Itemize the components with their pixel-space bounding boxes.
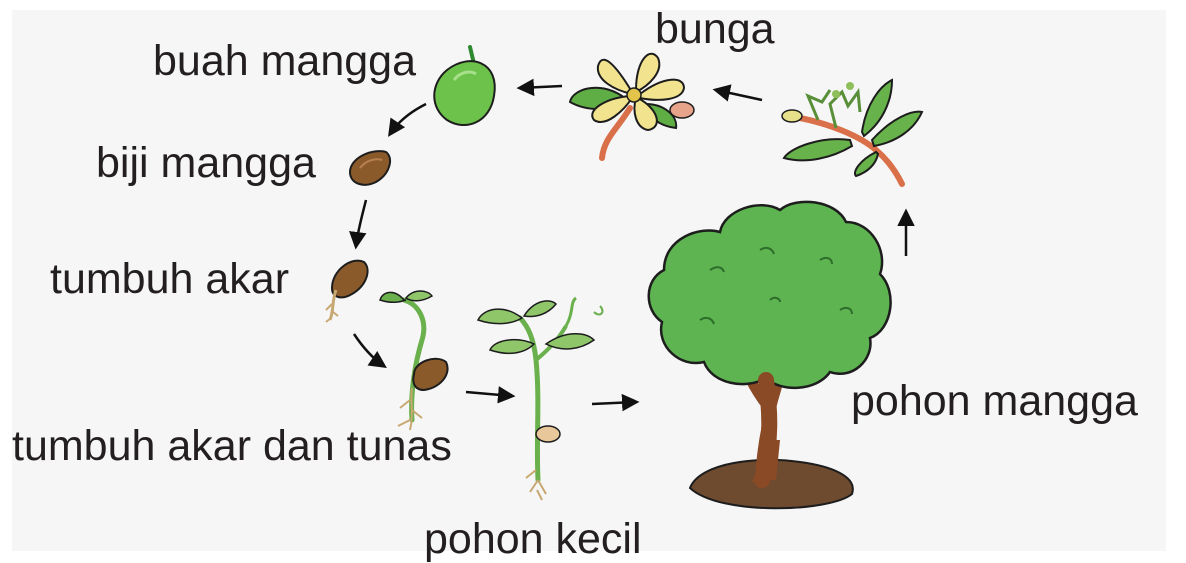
label-pohon-kecil: pohon kecil <box>424 518 642 561</box>
label-bunga: bunga <box>655 8 775 51</box>
mango-flower-icon <box>570 54 694 158</box>
label-tumbuh-akar-dan-tunas: tumbuh akar dan tunas <box>12 425 452 468</box>
arrow-root-to-sprout <box>354 334 384 366</box>
arrow-plant-to-tree <box>592 402 636 404</box>
arrow-branch-to-flower <box>716 90 762 100</box>
label-tumbuh-akar: tumbuh akar <box>50 258 289 301</box>
flowering-branch-icon <box>782 80 922 184</box>
arrow-sprout-to-plant <box>466 392 512 396</box>
label-biji-mangga: biji mangga <box>96 142 316 185</box>
small-plant-icon <box>478 298 602 500</box>
arrow-seed-to-root <box>356 200 366 246</box>
label-buah-mangga: buah mangga <box>153 40 416 83</box>
mango-seed-icon <box>350 151 390 185</box>
arrow-fruit-to-seed <box>390 104 426 134</box>
mango-tree-icon <box>649 202 891 508</box>
sprout-icon <box>380 291 448 430</box>
mango-fruit-icon <box>434 47 495 125</box>
seed-with-root-icon <box>326 261 368 322</box>
label-pohon-mangga: pohon mangga <box>851 380 1138 423</box>
arrow-flower-to-fruit <box>520 86 562 88</box>
